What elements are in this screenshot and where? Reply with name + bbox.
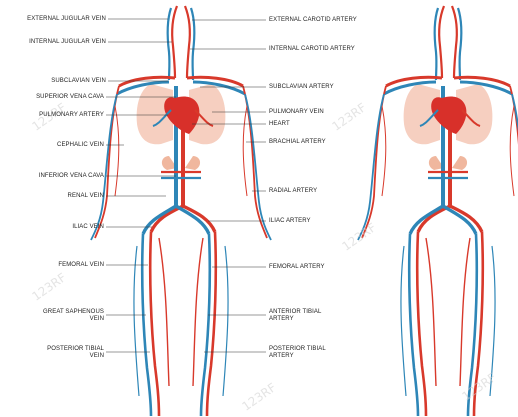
label-femoral-artery: FEMORAL ARTERY: [269, 264, 325, 271]
right-figure: [358, 6, 518, 416]
label-internal-carotid-artery: INTERNAL CAROTID ARTERY: [269, 46, 355, 53]
label-external-jugular-vein: EXTERNAL JUGULAR VEIN: [27, 16, 106, 23]
label-femoral-vein: FEMORAL VEIN: [58, 262, 104, 269]
label-radial-artery: RADIAL ARTERY: [269, 188, 317, 195]
label-subclavian-vein: SUBCLAVIAN VEIN: [51, 78, 106, 85]
label-external-carotid-artery: EXTERNAL CAROTID ARTERY: [269, 17, 357, 24]
label-inferior-vena-cava: INFERIOR VENA CAVA: [39, 173, 104, 180]
label-subclavian-artery: SUBCLAVIAN ARTERY: [269, 84, 334, 91]
label-brachial-artery: BRACHIAL ARTERY: [269, 139, 326, 146]
left-figure: [91, 6, 271, 416]
label-superior-vena-cava: SUPERIOR VENA CAVA: [36, 94, 104, 101]
label-anterior-tibial-artery: ANTERIOR TIBIAL ARTERY: [269, 309, 321, 323]
label-iliac-vein: ILIAC VEIN: [72, 224, 104, 231]
label-great-saphenous-vein: GREAT SAPHENOUS VEIN: [43, 309, 104, 323]
label-pulmonary-artery: PULMONARY ARTERY: [39, 112, 104, 119]
label-pulmonary-vein: PULMONARY VEIN: [269, 109, 324, 116]
label-iliac-artery: ILIAC ARTERY: [269, 218, 311, 225]
label-heart: HEART: [269, 121, 290, 128]
label-renal-vein: RENAL VEIN: [68, 193, 104, 200]
label-cephalic-vein: CEPHALIC VEIN: [57, 142, 104, 149]
label-internal-jugular-vein: INTERNAL JUGULAR VEIN: [29, 39, 106, 46]
label-posterior-tibial-artery: POSTERIOR TIBIAL ARTERY: [269, 346, 326, 360]
label-posterior-tibial-vein: POSTERIOR TIBIAL VEIN: [47, 346, 104, 360]
